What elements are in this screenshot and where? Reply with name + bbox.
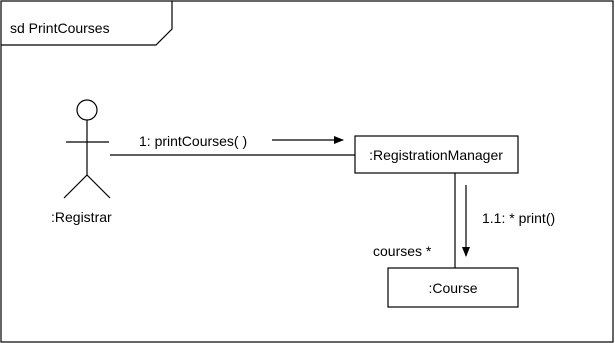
message-print-courses-label: 1: printCourses( ) — [139, 133, 247, 149]
object-registration-manager — [354, 135, 519, 174]
object-registration-manager-label: :RegistrationManager — [369, 147, 503, 163]
actor-registrar — [63, 99, 111, 199]
role-label-courses: courses * — [373, 243, 432, 259]
actor-left-leg — [63, 174, 88, 199]
message-print-label: 1.1: * print() — [482, 210, 555, 226]
actor-right-leg — [86, 174, 111, 199]
frame-label: sd PrintCourses — [10, 20, 110, 36]
object-course — [387, 267, 519, 308]
object-course-label: :Course — [428, 280, 477, 296]
frame-label-tab — [1, 1, 173, 46]
actor-label: :Registrar — [51, 209, 112, 225]
